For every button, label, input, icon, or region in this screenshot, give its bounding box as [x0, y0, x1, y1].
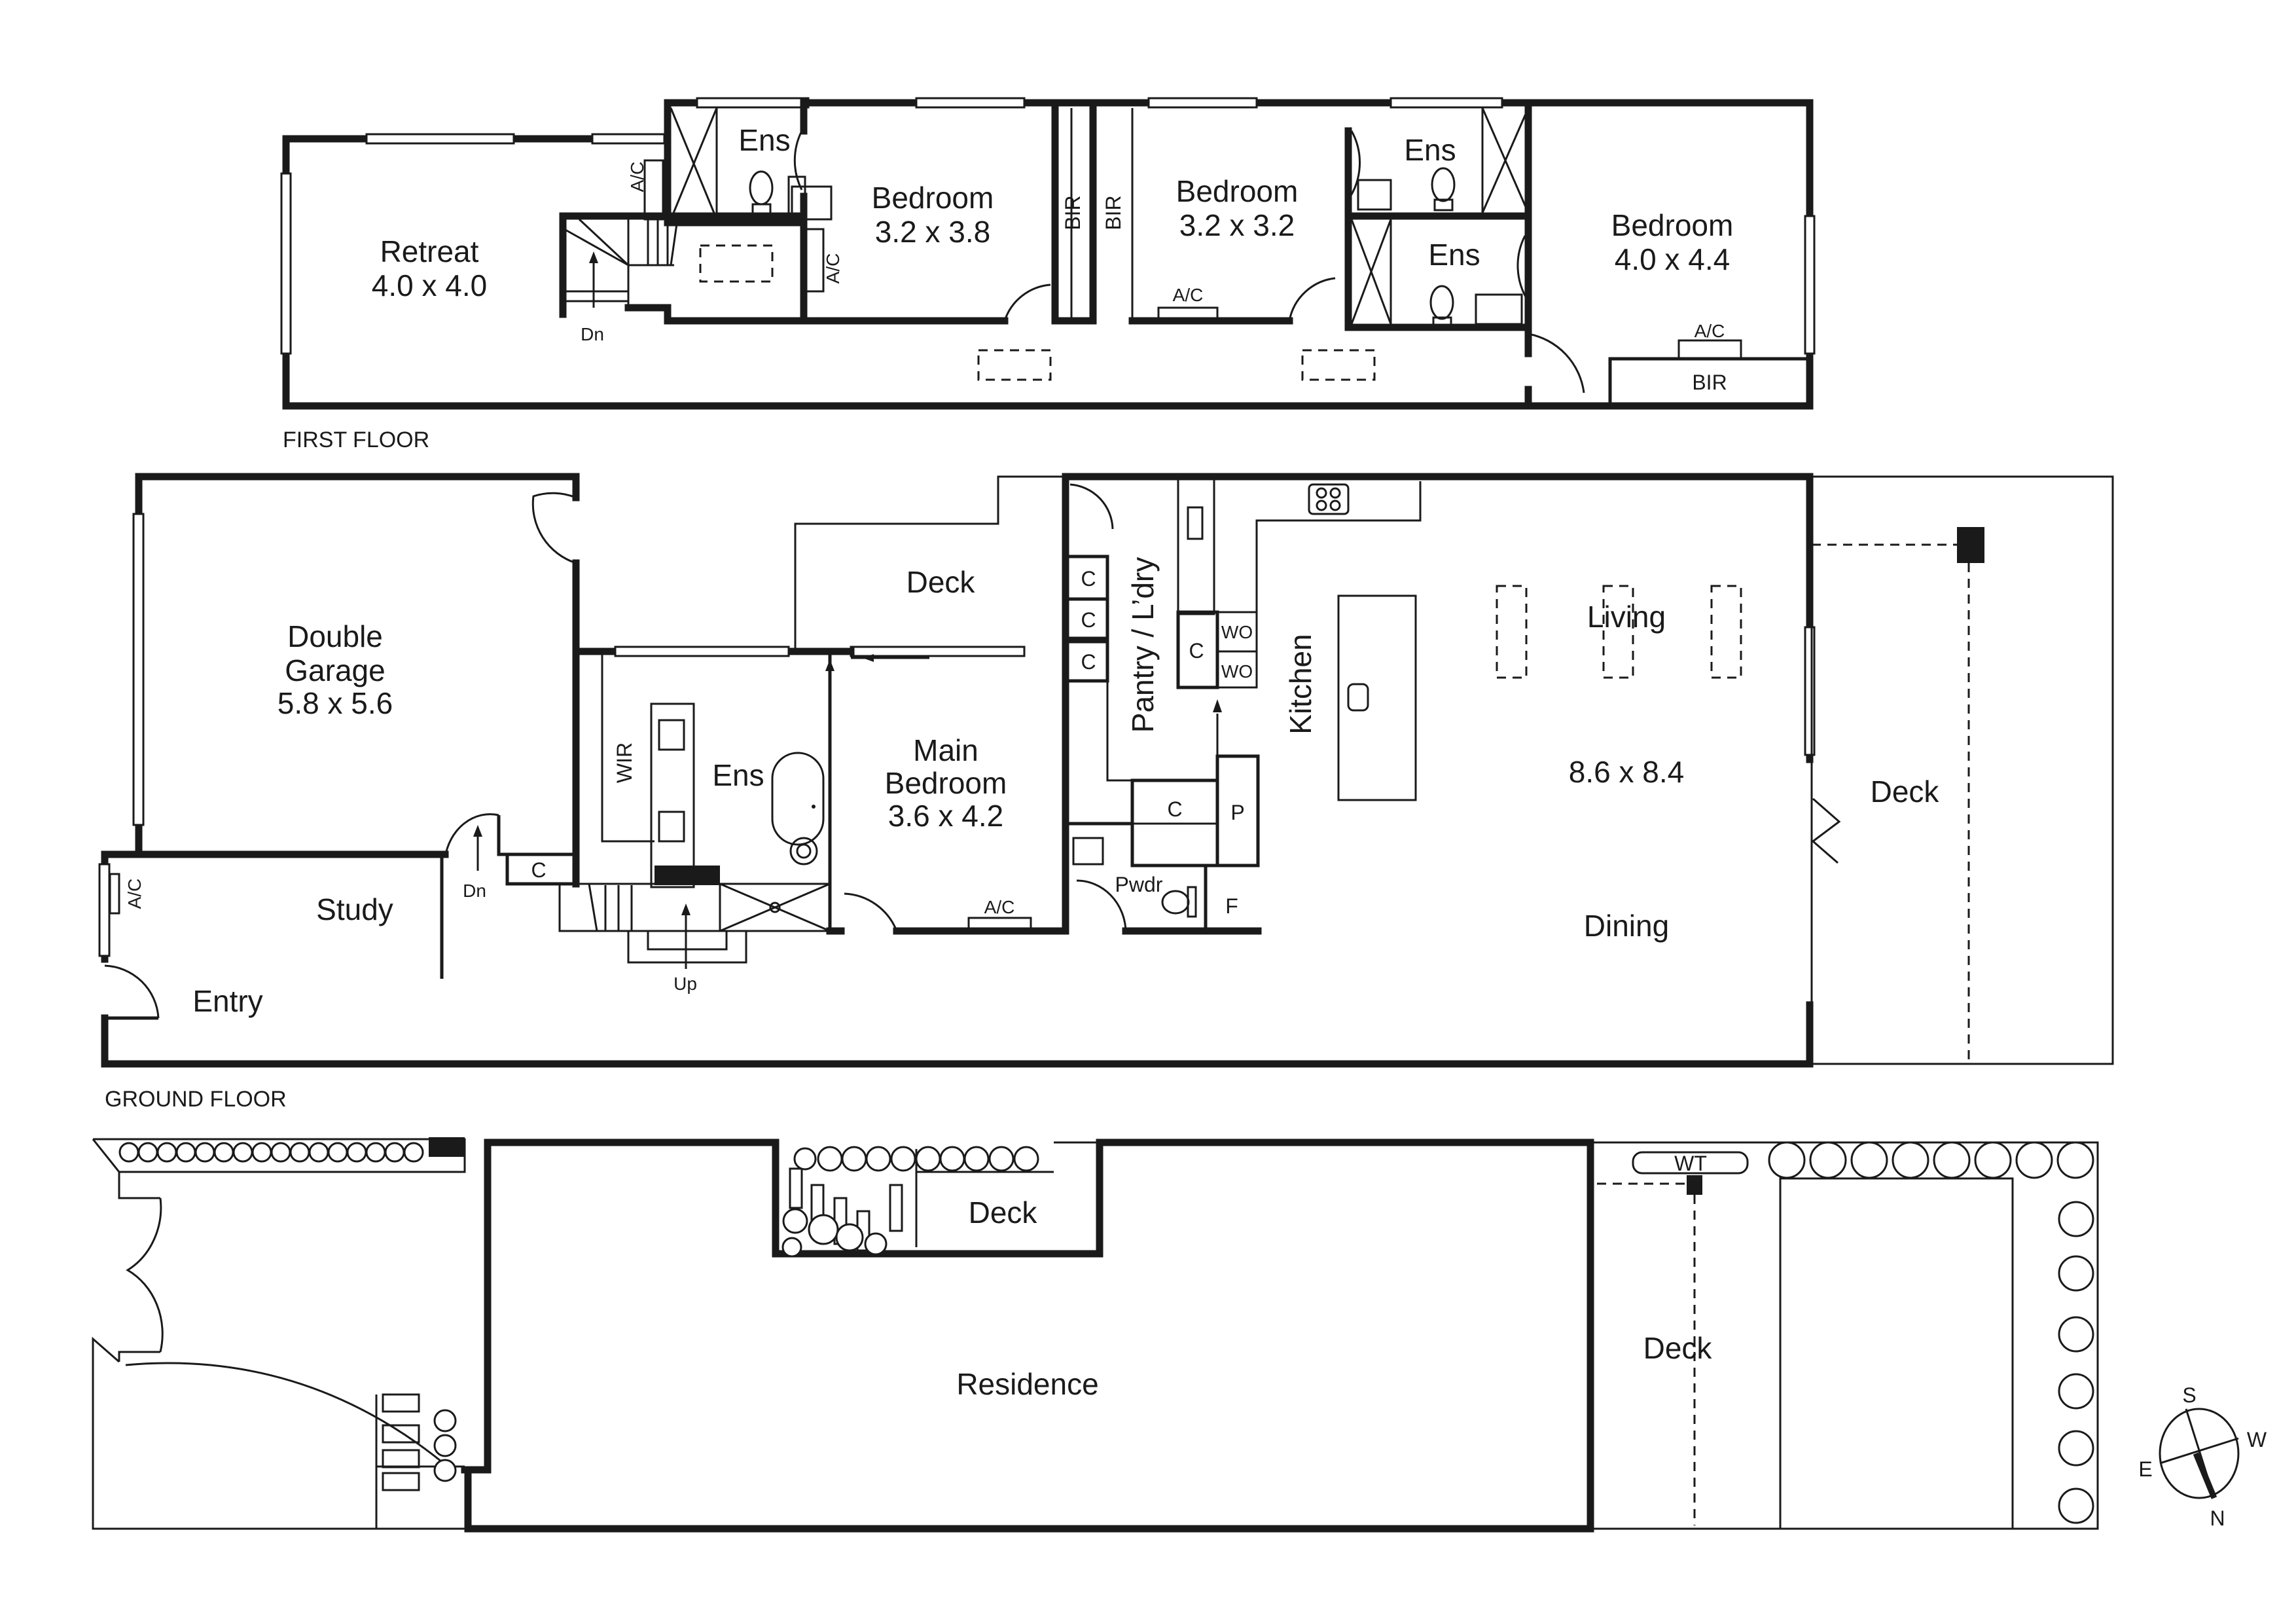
site-label-deck-top: Deck: [969, 1195, 1038, 1230]
compass-n: N: [2210, 1506, 2225, 1530]
room-label-kitchen: Kitchen: [1283, 634, 1318, 734]
compass-w: W: [2247, 1428, 2267, 1451]
cupboard-label: C: [1189, 639, 1204, 663]
room-label-ens1: Ens: [738, 123, 790, 157]
water-tank-label: WT: [1674, 1152, 1707, 1175]
room-label-garage: Double: [287, 619, 383, 653]
room-label-deck-outer: Deck: [1871, 775, 1940, 809]
site-label-residence: Residence: [956, 1367, 1098, 1401]
room-dims-garage: 5.8 x 5.6: [278, 686, 393, 720]
room-dims-bed3: 3.2 x 3.2: [1179, 208, 1295, 242]
tree-row-left: [118, 1142, 424, 1163]
room-label-bed4: Bedroom: [1611, 208, 1734, 242]
room-label-ens: Ens: [712, 758, 764, 792]
tree-row-rear: [1768, 1141, 2094, 1524]
room-label-bir1: BIR: [1061, 195, 1085, 230]
room-dims-retreat: 4.0 x 4.0: [372, 268, 487, 302]
room-label-ens3: Ens: [1428, 238, 1480, 272]
ac-label: A/C: [1173, 285, 1204, 305]
compass-e: E: [2138, 1457, 2152, 1481]
room-dims-bed2: 3.2 x 3.8: [875, 215, 990, 249]
room-label-bir3: BIR: [1692, 371, 1727, 394]
cupboard-label: C: [1081, 608, 1096, 632]
site-label-deck-right: Deck: [1643, 1331, 1713, 1365]
ac-label: A/C: [1695, 321, 1725, 341]
room-label-bir2: BIR: [1102, 195, 1125, 230]
room-label-bed2: Bedroom: [872, 181, 994, 215]
room-label-pwdr: Pwdr: [1115, 873, 1163, 896]
cupboard-label: C: [1167, 797, 1182, 821]
compass-s: S: [2182, 1383, 2196, 1407]
ac-label: A/C: [627, 162, 647, 192]
room-label-main-bed-2: Bedroom: [885, 766, 1007, 800]
ac-label: A/C: [984, 897, 1015, 917]
room-label-living: Living: [1587, 600, 1666, 634]
room-dims-bed4: 4.0 x 4.4: [1615, 242, 1730, 276]
cupboard-label: C: [531, 858, 546, 882]
wall-oven-label: WO: [1221, 661, 1253, 682]
room-label-pantry: Pantry / L’dry: [1126, 557, 1160, 733]
wall-oven-label: WO: [1221, 622, 1253, 642]
room-label-retreat: Retreat: [380, 234, 479, 268]
room-label-dining: Dining: [1584, 909, 1669, 943]
room-label-ens2: Ens: [1404, 133, 1456, 167]
fridge-label: F: [1225, 894, 1238, 918]
room-dims-main-bed: 3.6 x 4.2: [888, 799, 1003, 833]
cupboard-label: C: [1081, 567, 1096, 591]
room-label-study: Study: [316, 892, 393, 926]
room-label-bed3: Bedroom: [1176, 174, 1299, 208]
ac-label: A/C: [124, 879, 145, 909]
room-label-wir: WIR: [613, 742, 636, 783]
room-dims-living: 8.6 x 8.4: [1569, 755, 1684, 789]
first-floor: Retreat 4.0 x 4.0 Bedroom 3.2 x 3.8 Bedr…: [280, 97, 1816, 452]
pantry-p-label: P: [1230, 801, 1244, 824]
room-label-deck-inner: Deck: [906, 565, 976, 599]
room-label-entry: Entry: [192, 984, 262, 1018]
site-plan: Residence Deck Deck WT: [92, 1137, 2099, 1533]
compass-icon: S W E N: [2138, 1383, 2267, 1530]
floor-title-first: FIRST FLOOR: [283, 428, 429, 452]
ac-label: A/C: [823, 253, 843, 284]
tree-row-courtyard: [781, 1146, 1039, 1258]
tree-group-side: [433, 1409, 457, 1482]
ground-floor: Double Garage 5.8 x 5.6 Deck Main Bedroo…: [98, 473, 2114, 1112]
room-label-main-bed: Main: [913, 733, 978, 767]
stairs-dn-label: Dn: [581, 324, 604, 344]
room-label-garage-2: Garage: [285, 653, 385, 687]
floor-title-ground: GROUND FLOOR: [105, 1087, 287, 1112]
cupboard-label: C: [1081, 650, 1096, 674]
stairs-up-label: Up: [673, 974, 697, 994]
stairs-dn-label: Dn: [463, 881, 486, 901]
